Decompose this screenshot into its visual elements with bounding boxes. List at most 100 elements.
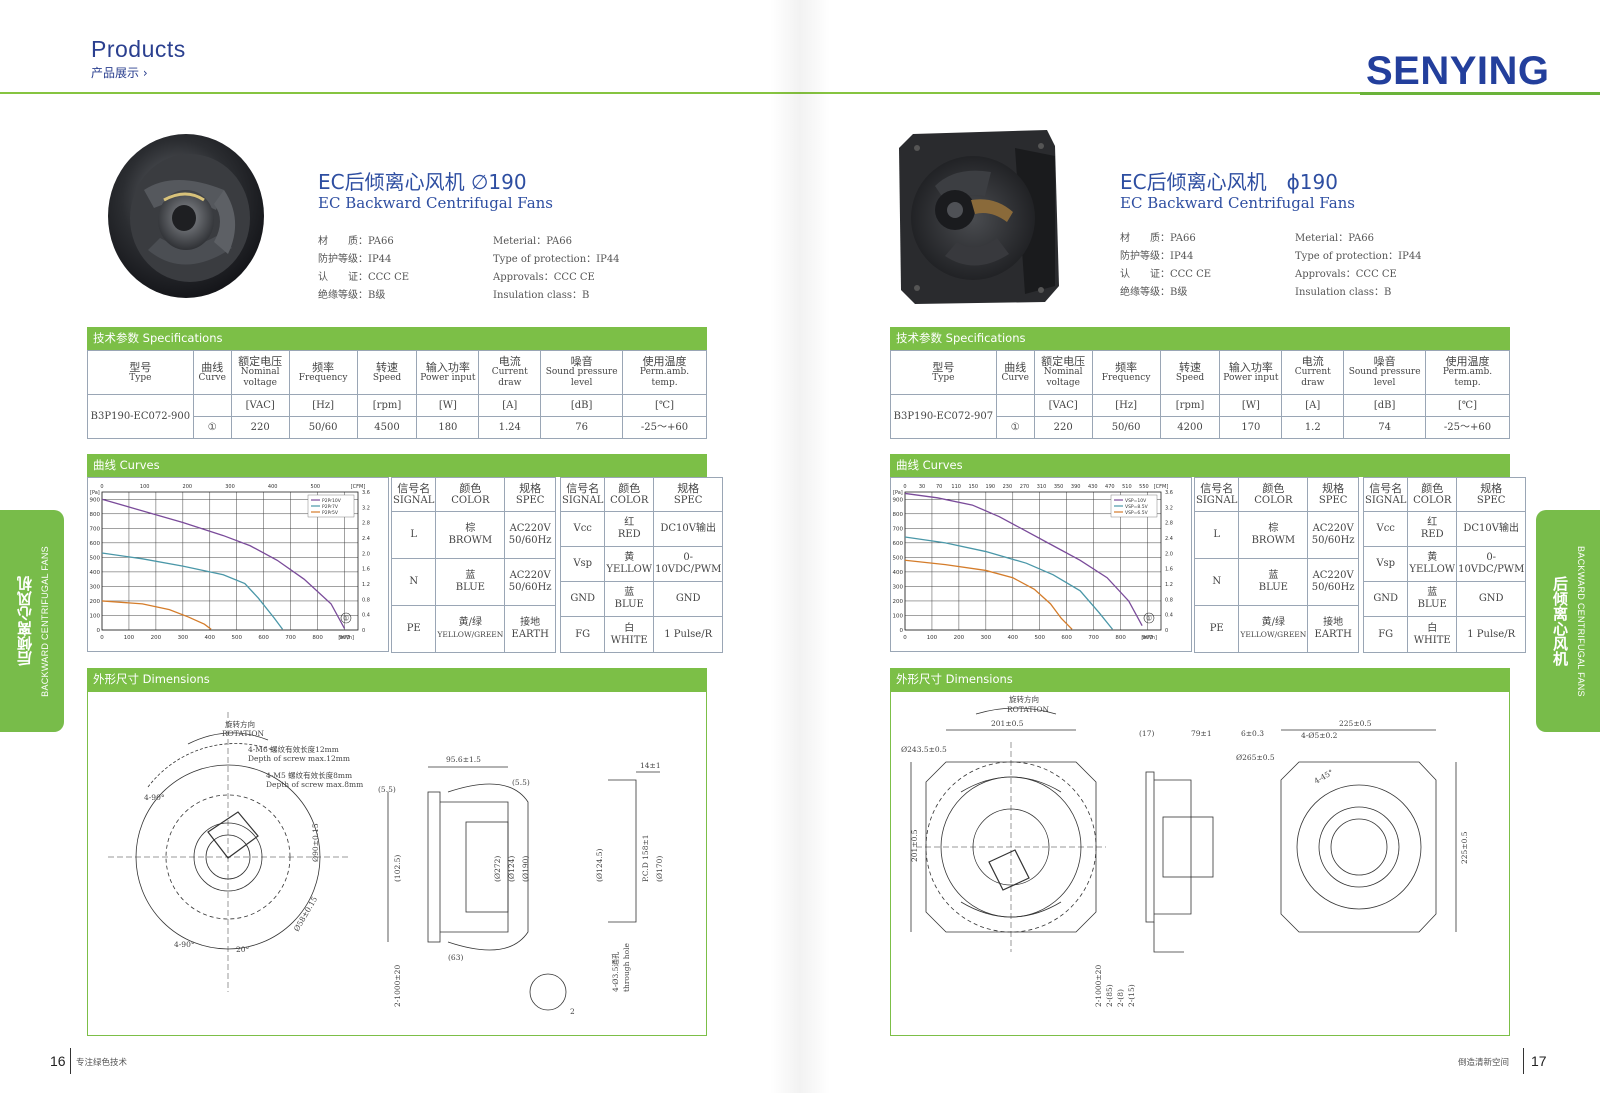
top-tick-label: 550 — [1139, 484, 1149, 490]
spec-speed: 4500 — [356, 416, 418, 439]
sig-color-en: WHITE — [610, 634, 648, 646]
spec-header-temp-cn: 使用温度 — [1445, 355, 1490, 368]
sig-color-cn: 红 — [1427, 517, 1438, 528]
right-tick-label: 3.6 — [362, 490, 370, 496]
spec-header-current-cn: 电流 — [1301, 355, 1324, 368]
x-tick-label: 800 — [1115, 635, 1126, 641]
right-tick-label: 3.2 — [362, 505, 370, 511]
spec-header-type-cn: 型号 — [932, 360, 955, 374]
page-number-left: 16 — [50, 1053, 66, 1069]
sig-spec: AC220V — [509, 523, 551, 534]
y-tick-label: 0 — [900, 628, 904, 634]
dimensions-drawing-box: 旋转方向 ROTATION 4-M6 螺纹有效长度12mm Depth of s… — [87, 691, 707, 1036]
sig-color-cn: 白 — [1427, 622, 1438, 634]
sig-color-cn: 棕 — [465, 523, 476, 534]
sig-spec: AC220V — [1312, 570, 1354, 581]
sig-name: Vsp — [1362, 546, 1409, 582]
product-properties: 材 质：PA66 Meterial：PA66 防护等级：IP44 Type of… — [1120, 229, 1495, 298]
sig-color-en: BLUE — [1258, 582, 1288, 593]
spec-unit-temp: [℃] — [1425, 394, 1510, 417]
top-tick-label: 200 — [183, 484, 193, 490]
right-tick-label: 2.8 — [362, 521, 370, 527]
y-axis-label: [Pa] — [893, 490, 903, 496]
sig-name: GND — [1362, 581, 1409, 617]
top-tick-label: 350 — [1054, 484, 1064, 490]
spec-model: B3P190-EC072-907 — [890, 394, 997, 439]
header-divider — [0, 92, 1360, 94]
sig-spec: 1 Pulse/R — [1456, 616, 1527, 653]
dim-label: 4-Ø3.5通孔 — [610, 951, 620, 992]
top-tick-label: 300 — [225, 484, 235, 490]
spec-header-voltage-en: Nominal — [1043, 367, 1083, 377]
spec-voltage: 220 — [230, 416, 290, 439]
sig-spec: AC220V — [509, 570, 551, 581]
x-tick-label: 900 — [1142, 635, 1153, 641]
dim-label: ROTATION — [222, 729, 265, 738]
prop-protection-cn: 防护等级：IP44 — [318, 254, 392, 265]
sig-head-color-cn: 颜色 — [618, 481, 641, 495]
sig-color-en: YELLOW — [1409, 564, 1456, 575]
curve-marker-label: ① — [343, 615, 349, 623]
prop-insulation-en: Insulation class：B — [1295, 287, 1392, 298]
top-tick-label: 150 — [968, 484, 978, 490]
fan-impeller-image — [108, 134, 264, 298]
legend-label: P2Pr10V — [322, 498, 342, 504]
page-subtitle: 产品展示 › — [91, 66, 148, 80]
spec-header-current-en: Current draw — [1294, 367, 1331, 388]
sig-head-signal-cn: 信号名 — [397, 481, 431, 495]
spec-current: 1.2 — [1281, 416, 1345, 439]
series-line — [101, 552, 284, 630]
sig-color-en: YELLOW/GREEN — [1240, 630, 1307, 639]
dimensions-section-title: 外形尺寸 Dimensions — [890, 668, 1510, 691]
top-tick-label: 390 — [1071, 484, 1081, 490]
legend-label: P2Pr7V — [322, 504, 339, 510]
prop-material-cn: 材 质：PA66 — [318, 236, 394, 247]
top-tick-label: 310 — [1037, 484, 1047, 490]
series-line — [904, 559, 1073, 630]
sig-head-spec-cn: 规格 — [519, 481, 542, 495]
right-tick-label: 0 — [362, 628, 365, 634]
x-axis-label: [m³/h] — [338, 635, 354, 641]
sig-spec: DC10V输出 — [653, 511, 724, 547]
spec-curve: ① — [995, 416, 1035, 439]
right-tick-label: 3.6 — [1165, 490, 1173, 496]
top-tick-label: 110 — [951, 484, 961, 490]
sig-head-spec-cn: 规格 — [1322, 481, 1345, 495]
dim-label: 2 — [570, 1007, 575, 1016]
x-tick-label: 800 — [312, 635, 323, 641]
x-tick-label: 600 — [258, 635, 269, 641]
prop-material-en: Meterial：PA66 — [493, 236, 572, 247]
right-tick-label: 2.4 — [362, 536, 370, 542]
top-tick-label: 500 — [311, 484, 321, 490]
dim-label: (Ø190) — [521, 856, 530, 882]
fan-square-plate-image — [899, 130, 1059, 304]
x-tick-label: 900 — [339, 635, 350, 641]
spec-unit-speed: [rpm] — [1159, 394, 1221, 417]
spec-header-voltage-en: Nominal — [240, 367, 280, 377]
y-tick-label: 200 — [90, 599, 101, 605]
legend-label: P2Pr5V — [322, 510, 339, 516]
x-tick-label: 300 — [178, 635, 189, 641]
sig-head-signal-en: SIGNAL — [1196, 494, 1238, 506]
curve-marker — [340, 612, 352, 624]
top-tick-label: 30 — [919, 484, 925, 490]
right-tick-label: 0.8 — [1165, 597, 1173, 603]
sig-head-color-cn: 颜色 — [459, 481, 482, 495]
sig-head-spec-en: SPEC — [1476, 494, 1506, 506]
product-subtitle: EC Backward Centrifugal Fans — [318, 194, 553, 212]
y-tick-label: 400 — [893, 570, 904, 576]
y-tick-label: 500 — [893, 555, 904, 561]
spec-header-speed-cn: 转速 — [376, 360, 398, 374]
sig-head-color-cn: 颜色 — [1262, 481, 1285, 495]
side-tab-en: BACKWARD CENTRIFUGAL FANS — [40, 545, 50, 697]
sig-color-cn: 棕 — [1268, 523, 1279, 534]
footer-slogan-right: 倒造清新空间 — [1458, 1058, 1510, 1068]
legend-label: VSP=10V — [1125, 498, 1147, 504]
footer-divider — [70, 1048, 71, 1074]
spec-header-frequency-en: Frequency — [1101, 372, 1151, 383]
